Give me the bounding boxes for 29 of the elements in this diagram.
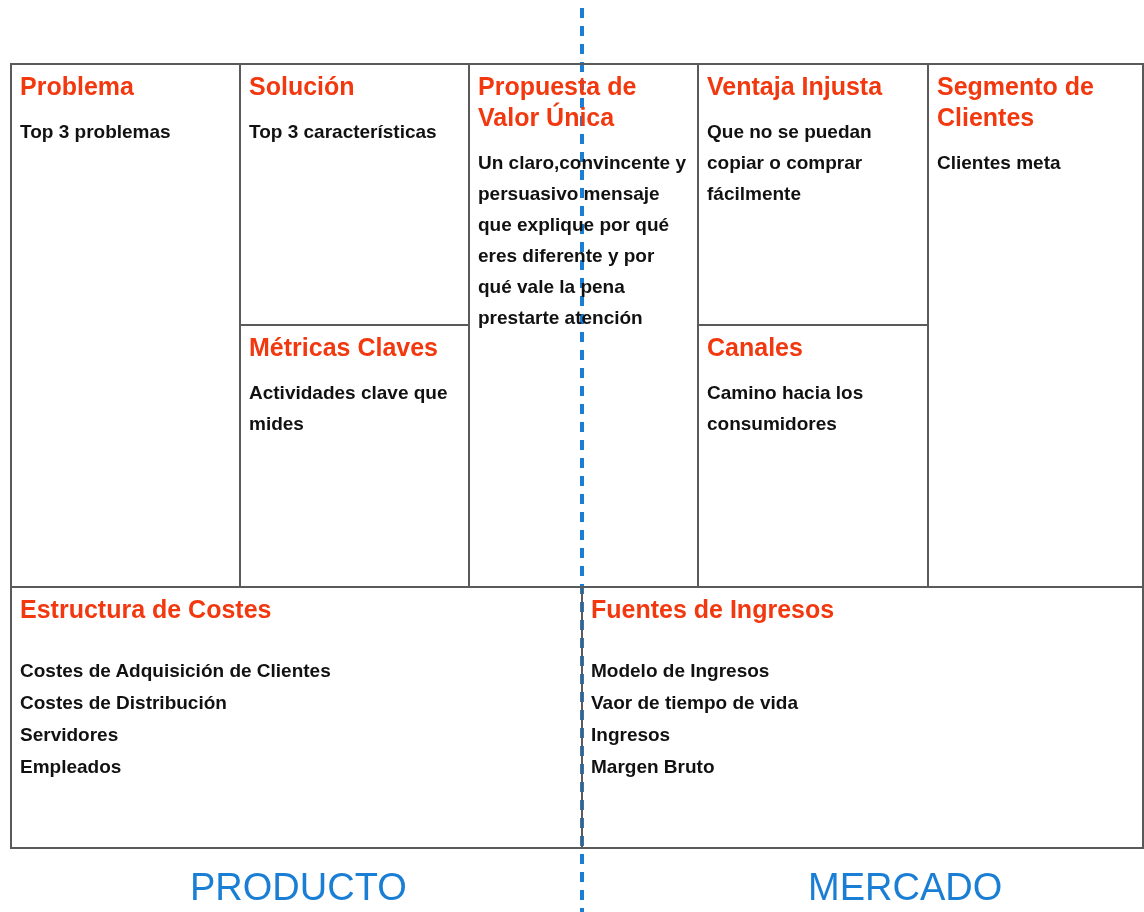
canvas-cell bbox=[927, 63, 1144, 588]
cell-heading: Estructura de Costes bbox=[20, 594, 273, 625]
canvas-cell bbox=[581, 586, 1144, 849]
cell-text: Clientes meta bbox=[937, 151, 1062, 175]
canvas-cell bbox=[10, 586, 583, 849]
cell-text: Camino hacia los consumidores bbox=[707, 381, 865, 436]
cell-heading: Segmento de Clientes bbox=[937, 71, 1095, 133]
cell-text: Vaor de tiempo de vida bbox=[591, 691, 799, 715]
canvas-cell bbox=[10, 63, 241, 588]
cell-text: Modelo de Ingresos bbox=[591, 659, 771, 683]
cell-heading: Solución bbox=[249, 71, 356, 102]
section-label: PRODUCTO bbox=[190, 866, 407, 909]
cell-heading: Propuesta de Valor Única bbox=[478, 71, 638, 133]
cell-text: Ingresos bbox=[591, 723, 672, 747]
cell-heading: Canales bbox=[707, 332, 804, 363]
cell-text: Top 3 características bbox=[249, 120, 438, 144]
section-label: MERCADO bbox=[808, 866, 1003, 909]
cell-heading: Fuentes de Ingresos bbox=[591, 594, 836, 625]
cell-text: Margen Bruto bbox=[591, 755, 716, 779]
cell-heading: Ventaja Injusta bbox=[707, 71, 884, 102]
cell-heading: Métricas Claves bbox=[249, 332, 439, 363]
cell-text: Empleados bbox=[20, 755, 123, 779]
cell-text: Que no se puedan copiar o comprar fácilmente bbox=[707, 120, 873, 206]
cell-text: Costes de Adquisición de Clientes bbox=[20, 659, 332, 683]
cell-text: Costes de Distribución bbox=[20, 691, 228, 715]
cell-text: Actividades clave que mides bbox=[249, 381, 449, 436]
cell-text: Servidores bbox=[20, 723, 120, 747]
cell-text: Top 3 problemas bbox=[20, 120, 172, 144]
cell-heading: Problema bbox=[20, 71, 135, 102]
